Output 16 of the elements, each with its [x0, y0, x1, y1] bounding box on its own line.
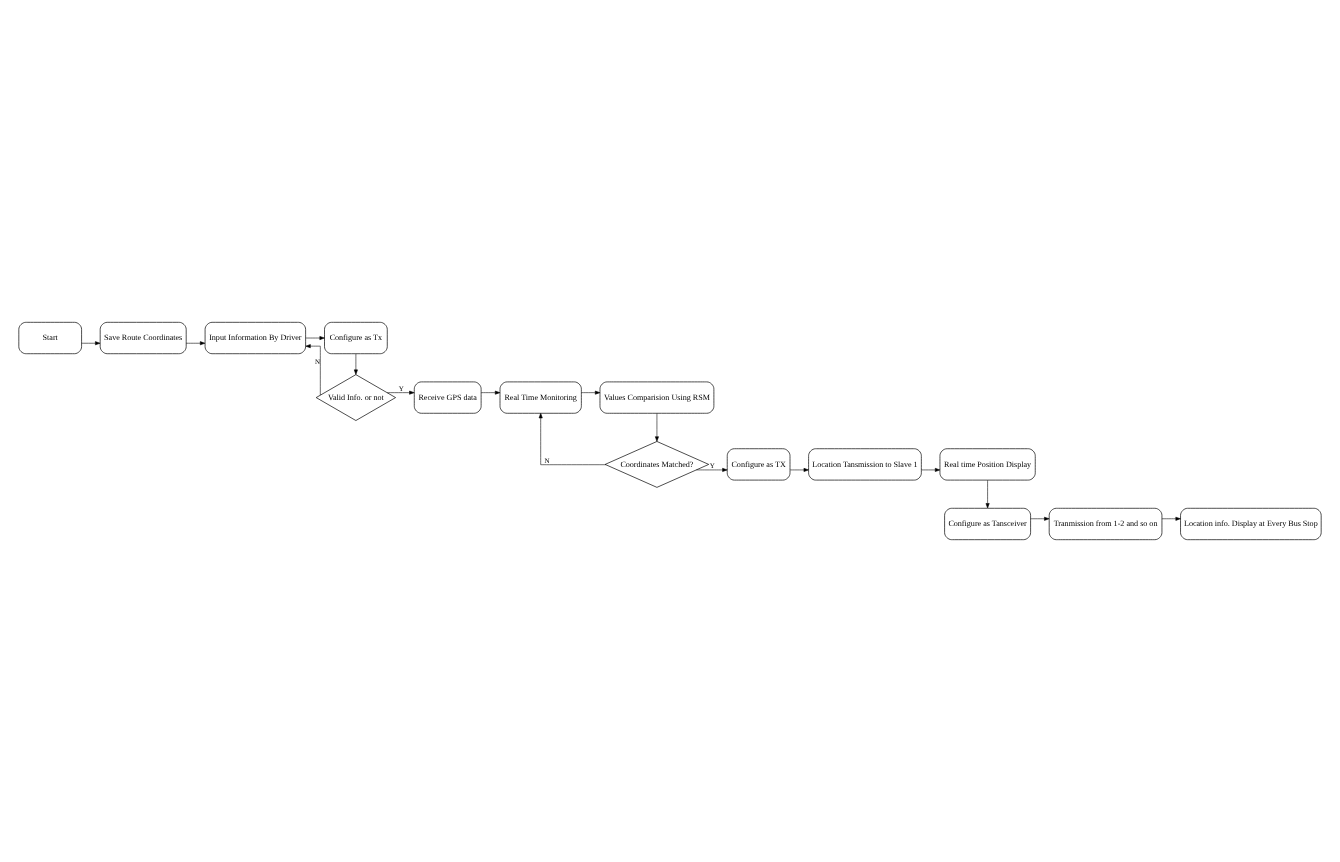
- arrow: [185, 341, 206, 346]
- arrow: [481, 390, 501, 395]
- arrow: [581, 390, 601, 395]
- arrow: [985, 479, 990, 509]
- arrow: [655, 413, 659, 442]
- arrow: [1030, 516, 1050, 521]
- arrow: [1161, 516, 1181, 521]
- arrow: [81, 341, 101, 346]
- arrow: [353, 353, 358, 375]
- arrow: [921, 468, 941, 472]
- arrow: [386, 390, 415, 395]
- arrow: [789, 468, 809, 472]
- arrow: [305, 336, 325, 340]
- arrow: [305, 344, 321, 396]
- arrow: [696, 468, 728, 472]
- arrow: [538, 413, 607, 465]
